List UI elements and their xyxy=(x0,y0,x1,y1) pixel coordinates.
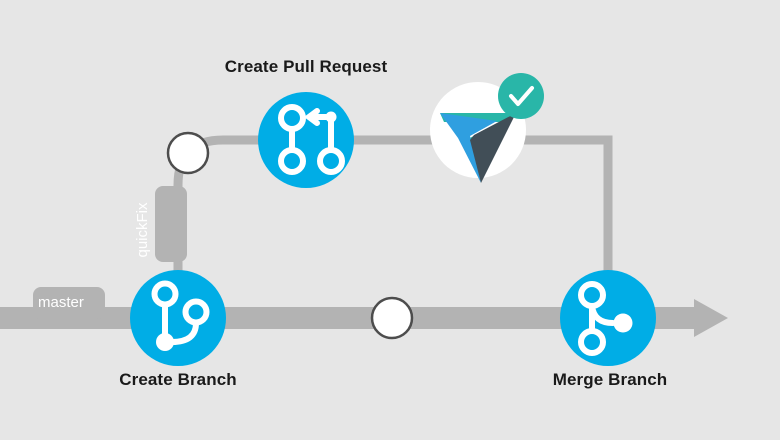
badge-circle xyxy=(498,73,544,119)
quickfix-branch-tag xyxy=(155,186,187,262)
node-label-create-pull-request: Create Pull Request xyxy=(224,57,388,76)
node-label-merge-branch: Merge Branch xyxy=(552,370,668,389)
node-merge-branch[interactable] xyxy=(560,270,656,366)
quickfix-tag-shape xyxy=(155,186,187,262)
create-branch-circle[interactable] xyxy=(130,270,226,366)
master-arrowhead-icon xyxy=(694,299,728,337)
master-branch-tag xyxy=(33,287,105,319)
master-tag-shape xyxy=(33,287,105,319)
quickfix-branch-line xyxy=(173,135,613,323)
node-build-check[interactable] xyxy=(430,73,544,183)
app-logo-icon xyxy=(440,113,516,183)
node-create-branch[interactable] xyxy=(130,270,226,366)
node-label-create-branch: Create Branch xyxy=(119,370,237,389)
git-pull-request-icon xyxy=(278,104,345,175)
commit-dot-quickfix[interactable] xyxy=(166,131,210,175)
build-success-badge xyxy=(498,73,544,119)
check-icon xyxy=(509,86,534,106)
git-branch-icon xyxy=(151,280,210,351)
git-merge-icon xyxy=(578,281,633,356)
commit-dot-master[interactable] xyxy=(370,296,414,340)
merge-branch-circle[interactable] xyxy=(560,270,656,366)
quickfix-path-stroke xyxy=(173,135,613,323)
node-create-pull-request[interactable] xyxy=(258,92,354,188)
create-pull-request-circle[interactable] xyxy=(258,92,354,188)
